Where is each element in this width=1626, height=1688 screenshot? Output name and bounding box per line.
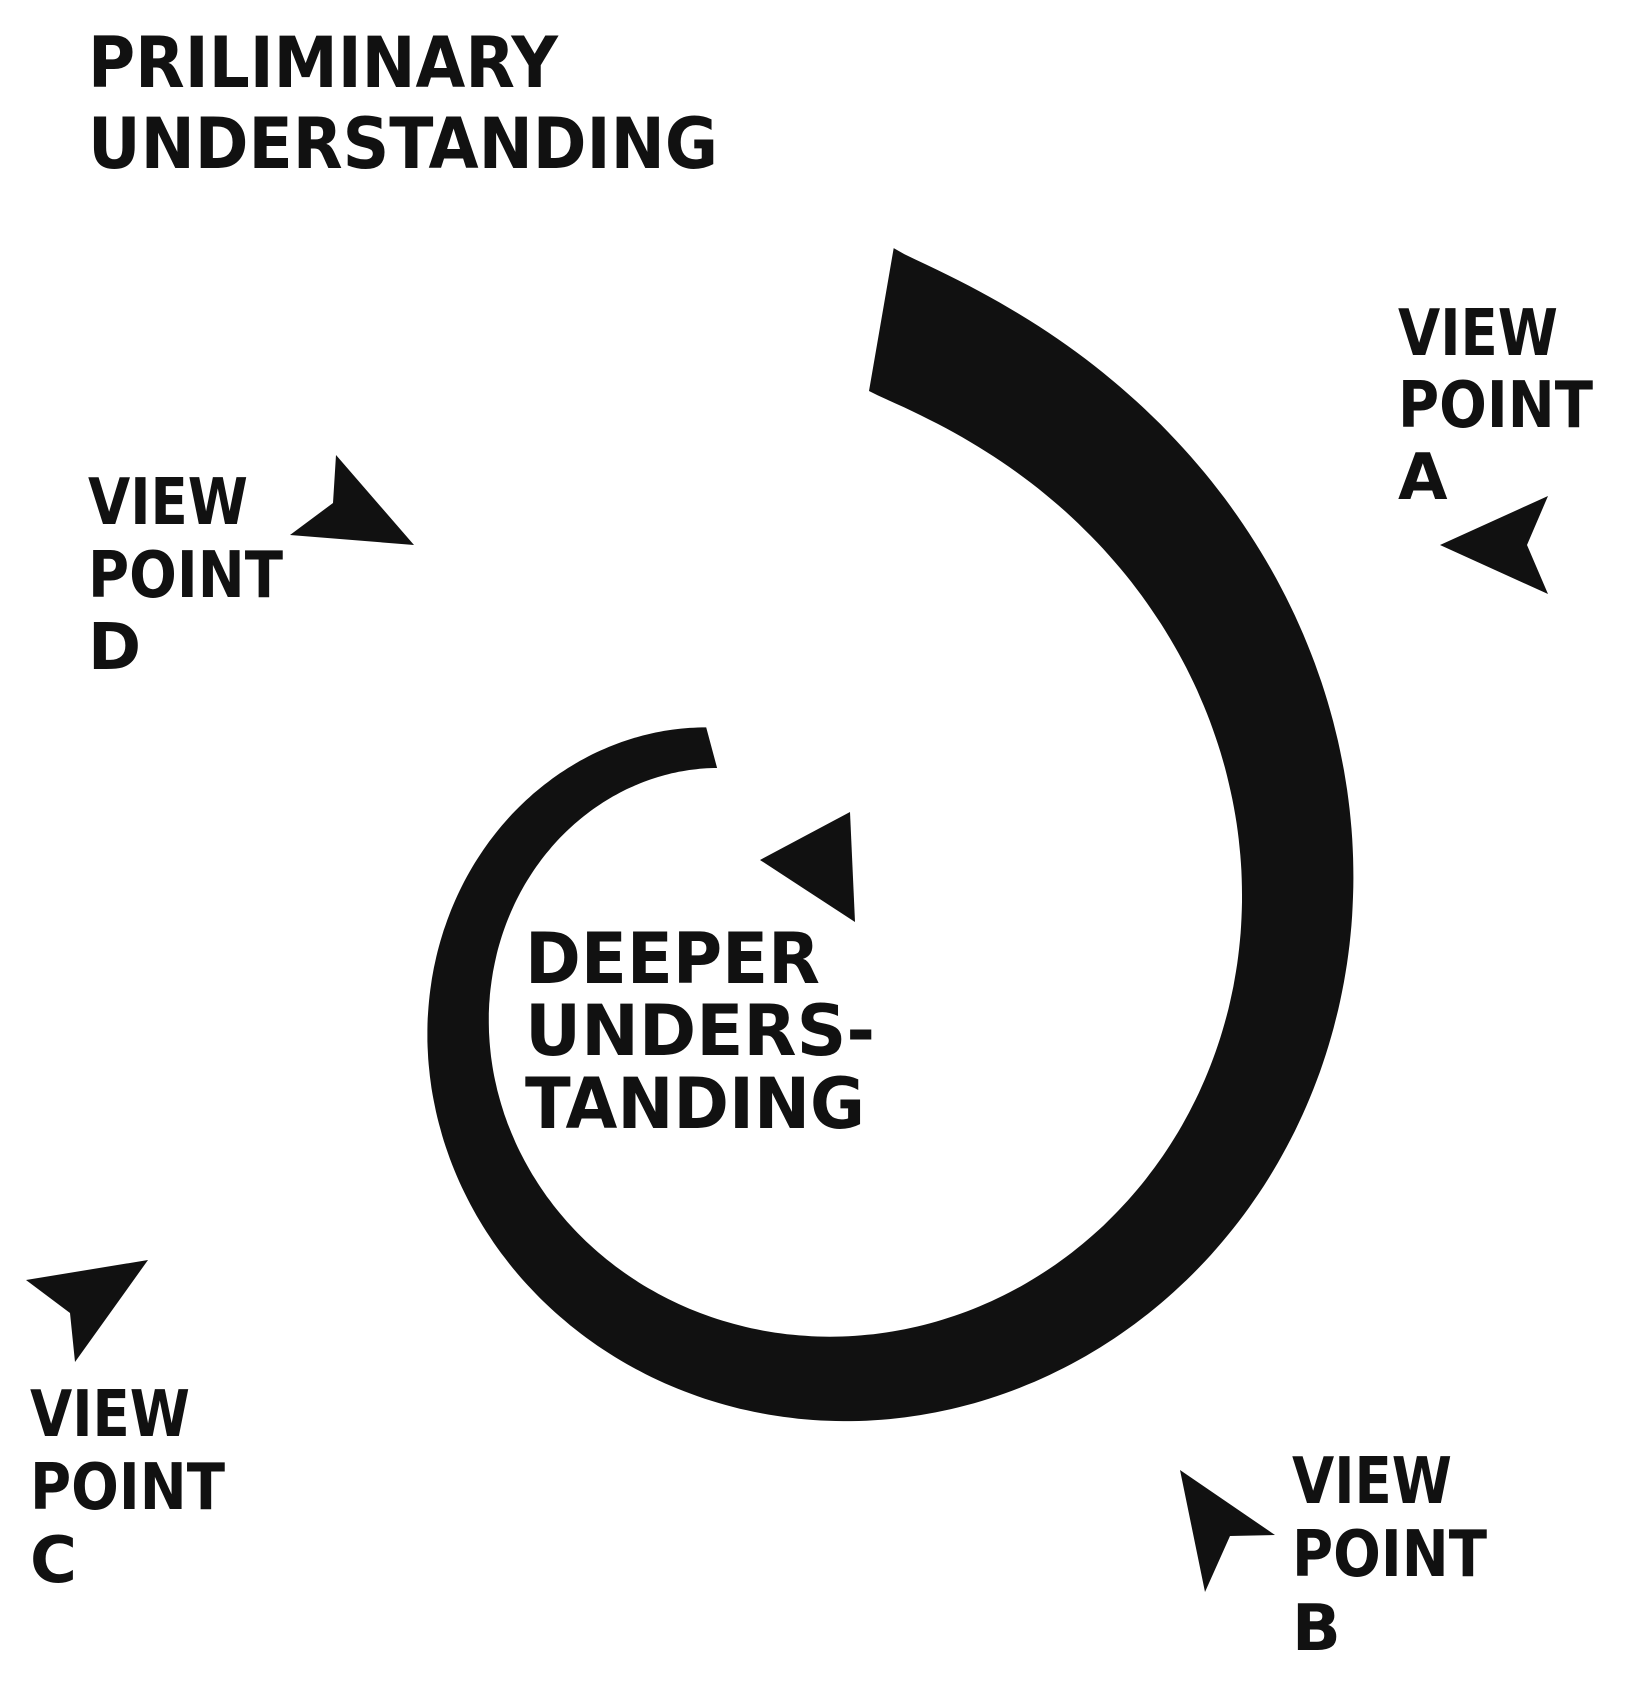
viewpoint-b-arrowhead <box>1180 1470 1275 1592</box>
viewpoint-a-line-1: VIEW <box>1398 297 1558 371</box>
viewpoint-d-line-1: VIEW <box>88 466 248 540</box>
center-label-line-3: TANDING <box>525 1063 865 1145</box>
viewpoint-d-line-2: POINT <box>88 539 283 613</box>
viewpoint-a-line-3: A <box>1398 441 1448 515</box>
center-label-line-1: DEEPER <box>525 918 820 1000</box>
viewpoint-d-line-3: D <box>88 611 141 685</box>
center-label-line-2: UNDERS- <box>525 990 875 1072</box>
viewpoint-b-line-2: POINT <box>1292 1518 1487 1592</box>
viewpoint-a-arrowhead <box>1440 496 1548 594</box>
viewpoint-d-arrowhead <box>290 455 414 545</box>
viewpoint-c-line-3: C <box>30 1524 77 1598</box>
viewpoint-c-arrowhead <box>26 1260 148 1362</box>
viewpoint-b-line-3: B <box>1292 1592 1341 1666</box>
viewpoint-c-line-1: VIEW <box>30 1378 190 1452</box>
start-label-line-2: UNDERSTANDING <box>88 103 718 185</box>
start-label-line-1: PRILIMINARY <box>88 22 559 104</box>
hermeneutic-spiral <box>427 248 1354 1422</box>
viewpoint-c-line-2: POINT <box>30 1451 225 1525</box>
viewpoint-a-line-2: POINT <box>1398 369 1593 443</box>
spiral-end-arrowhead <box>760 812 855 922</box>
viewpoint-b-line-1: VIEW <box>1292 1445 1452 1519</box>
